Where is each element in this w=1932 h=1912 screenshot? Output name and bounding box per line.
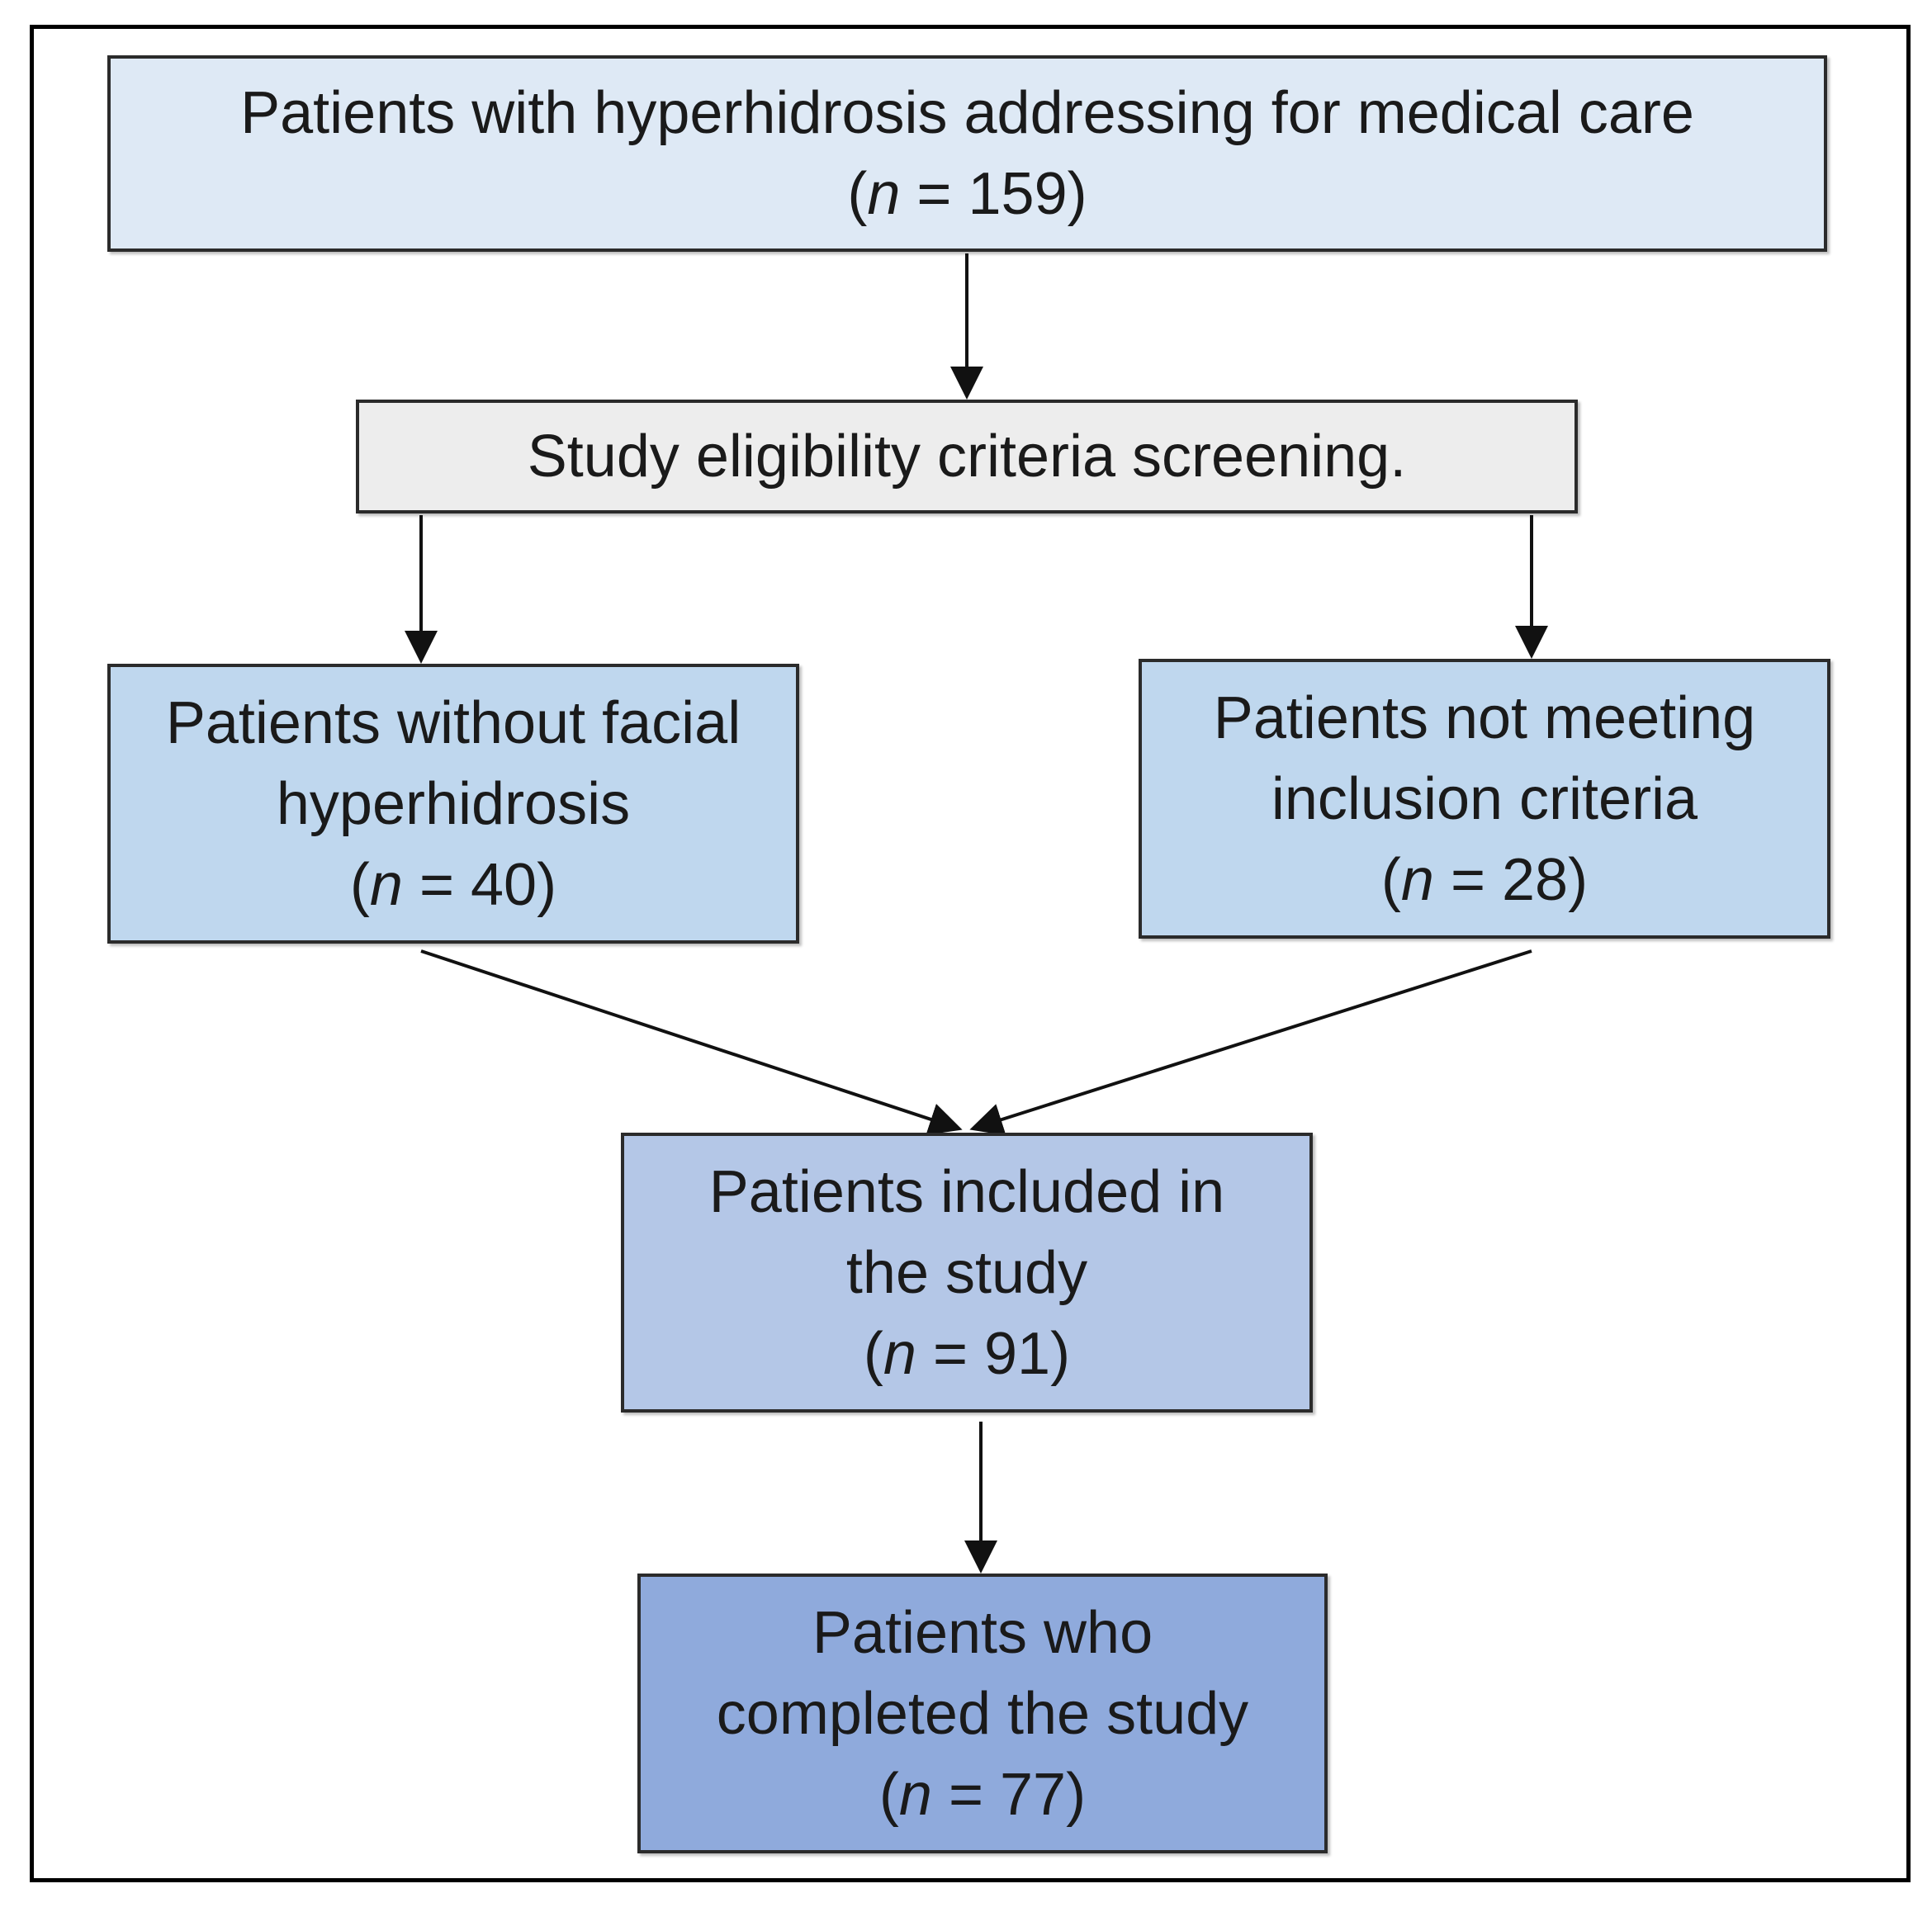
- node-completed-study: Patients who completed the study (n = 77…: [637, 1574, 1328, 1853]
- node-text-line: Patients with hyperhidrosis addressing f…: [240, 80, 1694, 146]
- node-not-meeting-inclusion: Patients not meeting inclusion criteria …: [1139, 659, 1830, 939]
- node-without-facial-hyperhidrosis: Patients without facial hyperhidrosis (n…: [107, 664, 799, 944]
- node-text-line: hyperhidrosis: [276, 770, 631, 837]
- count-open: (: [878, 1761, 899, 1828]
- count-symbol: n: [1400, 846, 1434, 913]
- count-symbol: n: [369, 851, 403, 918]
- node-count: (n = 91): [864, 1313, 1070, 1394]
- count-symbol: n: [867, 161, 901, 227]
- node-text-line: Patients included in: [708, 1158, 1225, 1225]
- count-value: = 77): [931, 1761, 1087, 1828]
- node-text-line: inclusion criteria: [1271, 765, 1698, 832]
- count-value: = 159): [900, 161, 1087, 227]
- node-text-line: Patients without facial: [165, 689, 741, 756]
- node-count: (n = 40): [350, 845, 556, 925]
- node-text-line: Study eligibility criteria screening.: [527, 424, 1407, 490]
- count-open: (: [1380, 846, 1401, 913]
- count-value: = 28): [1433, 846, 1589, 913]
- node-count: (n = 28): [1381, 840, 1588, 921]
- node-text-line: completed the study: [716, 1680, 1249, 1747]
- node-patients-addressing-care: Patients with hyperhidrosis addressing f…: [107, 55, 1827, 252]
- count-open: (: [847, 161, 868, 227]
- node-eligibility-screening: Study eligibility criteria screening.: [356, 400, 1578, 513]
- node-text-line: Patients who: [812, 1599, 1153, 1666]
- node-count: (n = 159): [847, 154, 1087, 234]
- node-text-line: the study: [845, 1239, 1088, 1306]
- node-text-line: Patients not meeting: [1213, 684, 1756, 751]
- count-symbol: n: [898, 1761, 932, 1828]
- figure-frame: [30, 25, 1911, 1882]
- node-count: (n = 77): [879, 1754, 1086, 1835]
- count-symbol: n: [883, 1320, 916, 1387]
- count-open: (: [863, 1320, 883, 1387]
- node-included-in-study: Patients included in the study (n = 91): [621, 1133, 1313, 1413]
- count-value: = 91): [916, 1320, 1071, 1387]
- count-open: (: [349, 851, 370, 918]
- count-value: = 40): [402, 851, 557, 918]
